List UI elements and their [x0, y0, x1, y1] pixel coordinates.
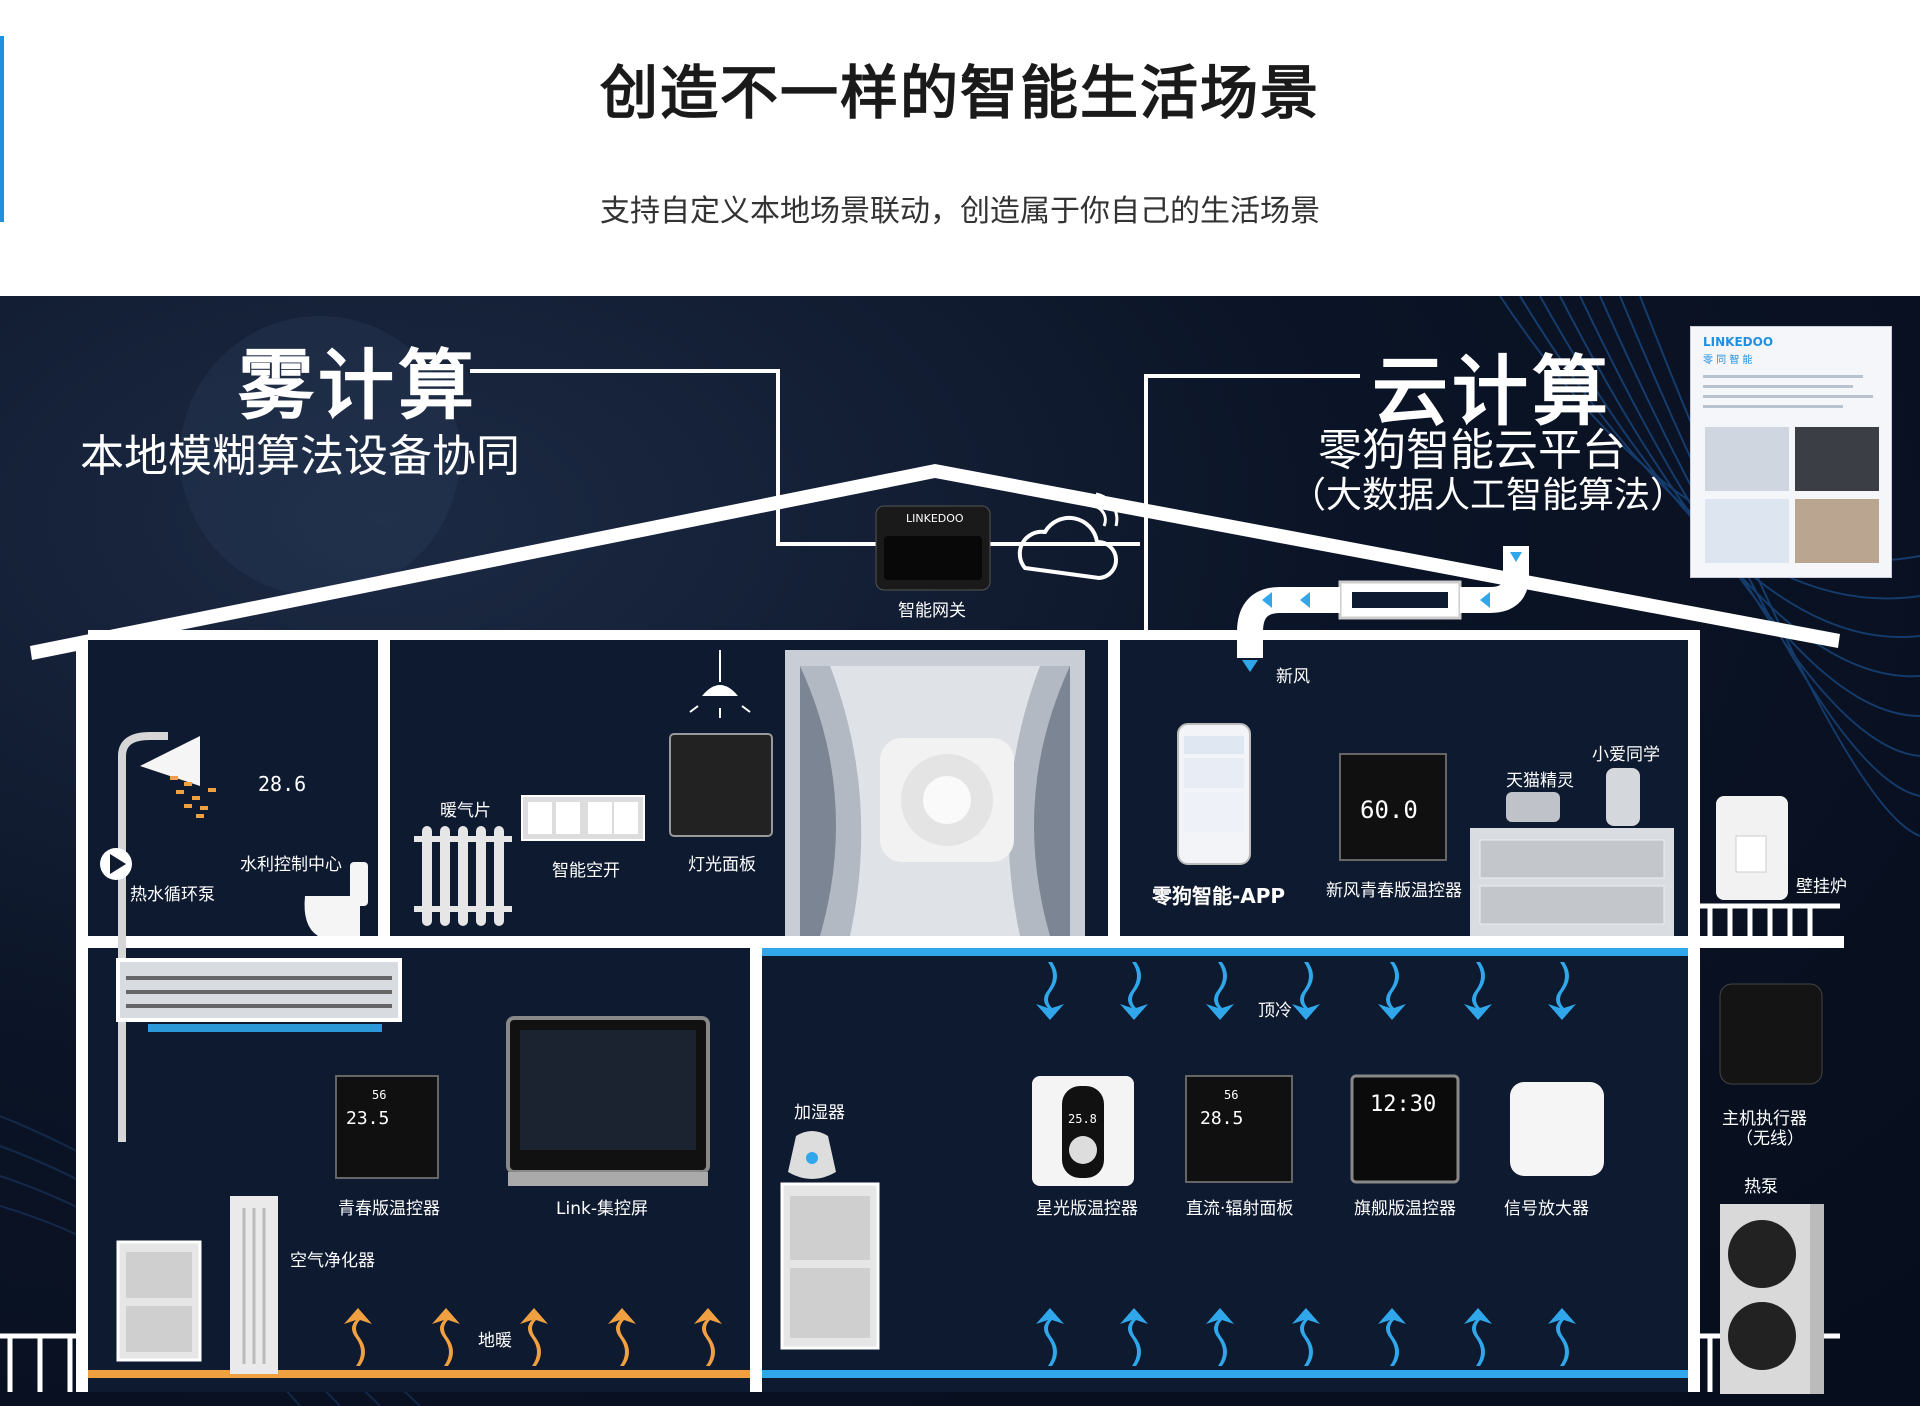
cooling-arrow-down: [1292, 962, 1320, 1020]
radiator-label: 暖气片: [440, 801, 491, 821]
smart-breaker-label: 智能空开: [552, 861, 620, 881]
link-screen-label: Link-集控屏: [556, 1199, 648, 1219]
cooling-arrow-up: [1120, 1308, 1148, 1366]
cooling-arrow-up: [1292, 1308, 1320, 1366]
cooling-arrow-up: [1548, 1308, 1576, 1366]
heating-arrow-up: [432, 1308, 460, 1366]
starlight-temp-display: 25.8: [1068, 1112, 1097, 1126]
cloud-platform-name: 零狗智能云平台: [1318, 425, 1626, 476]
heating-arrow-up: [694, 1308, 722, 1366]
heat-pump-label: 热泵: [1744, 1177, 1778, 1197]
fresh-air-display: 60.0: [1360, 796, 1418, 824]
cooling-arrow-down: [1464, 962, 1492, 1020]
air-purifier-label: 空气净化器: [290, 1251, 375, 1271]
hot-water-pump-label: 热水循环泵: [130, 885, 215, 905]
boiler-label: 壁挂炉: [1796, 877, 1847, 897]
dc-humidity-display: 56: [1224, 1088, 1239, 1102]
humidifier-label: 加湿器: [794, 1103, 845, 1123]
cooling-arrow-up: [1036, 1308, 1064, 1366]
cloud-computing-title: 云计算: [1372, 347, 1612, 436]
light-panel-label: 灯光面板: [688, 855, 756, 875]
cooling-arrow-up: [1206, 1308, 1234, 1366]
tmall-label: 天猫精灵: [1506, 771, 1574, 791]
dc-temp-display: 28.5: [1200, 1108, 1244, 1129]
heating-arrow-up: [608, 1308, 636, 1366]
floor-heating-label: 地暖: [478, 1331, 512, 1351]
fresh-air-thermostat-label: 新风青春版温控器: [1326, 881, 1462, 901]
cooling-arrow-down: [1206, 962, 1234, 1020]
page-subtitle: 支持自定义本地场景联动，创造属于你自己的生活场景: [600, 194, 1320, 229]
signal-amplifier-label: 信号放大器: [1504, 1199, 1589, 1219]
main-executor-note: （无线）: [1736, 1129, 1804, 1149]
fresh-air-label: 新风: [1276, 667, 1310, 687]
flagship-thermostat-label: 旗舰版温控器: [1354, 1199, 1456, 1219]
cooling-arrow-up: [1464, 1308, 1492, 1366]
cooling-arrow-up: [1378, 1308, 1406, 1366]
fog-computing-subtitle: 本地模糊算法设备协同: [80, 431, 520, 482]
water-center-label: 水利控制中心: [240, 855, 342, 875]
starlight-thermostat-label: 星光版温控器: [1036, 1199, 1138, 1219]
page-title: 创造不一样的智能生活场景: [599, 59, 1320, 127]
gateway-brand: LINKEDOO: [906, 512, 964, 525]
brochure-image: LINKEDOO 零 同 智 能: [1690, 326, 1892, 578]
main-executor-label: 主机执行器: [1722, 1109, 1807, 1129]
cooling-arrow-down: [1548, 962, 1576, 1020]
dc-radiant-panel-label: 直流·辐射面板: [1186, 1199, 1294, 1219]
cooling-arrow-down: [1378, 962, 1406, 1020]
app-label: 零狗智能-APP: [1152, 884, 1286, 908]
ceiling-cooling-label: 顶冷: [1258, 1001, 1292, 1021]
youth-temp-display: 23.5: [346, 1108, 390, 1129]
xiaoai-label: 小爱同学: [1592, 745, 1660, 765]
water-center-display: 28.6: [258, 772, 307, 796]
accent-bar: [0, 36, 4, 222]
fog-computing-title: 雾计算: [238, 341, 478, 430]
cooling-arrow-down: [1120, 962, 1148, 1020]
cooling-arrow-down: [1036, 962, 1064, 1020]
brochure-brand: LINKEDOO: [1703, 335, 1774, 349]
cloud-platform-note: （大数据人工智能算法）: [1290, 475, 1687, 516]
heating-arrow-up: [520, 1308, 548, 1366]
heating-arrow-up: [344, 1308, 372, 1366]
youth-thermostat-label: 青春版温控器: [338, 1199, 440, 1219]
brochure-brand-cn: 零 同 智 能: [1703, 355, 1753, 366]
gateway-label: 智能网关: [898, 601, 966, 621]
house-illustration: [0, 296, 1920, 1406]
flagship-time-display: 12:30: [1370, 1092, 1437, 1117]
smart-home-scene: 雾计算 本地模糊算法设备协同 云计算 零狗智能云平台 （大数据人工智能算法） L…: [0, 296, 1920, 1406]
youth-humidity-display: 56: [372, 1088, 387, 1102]
